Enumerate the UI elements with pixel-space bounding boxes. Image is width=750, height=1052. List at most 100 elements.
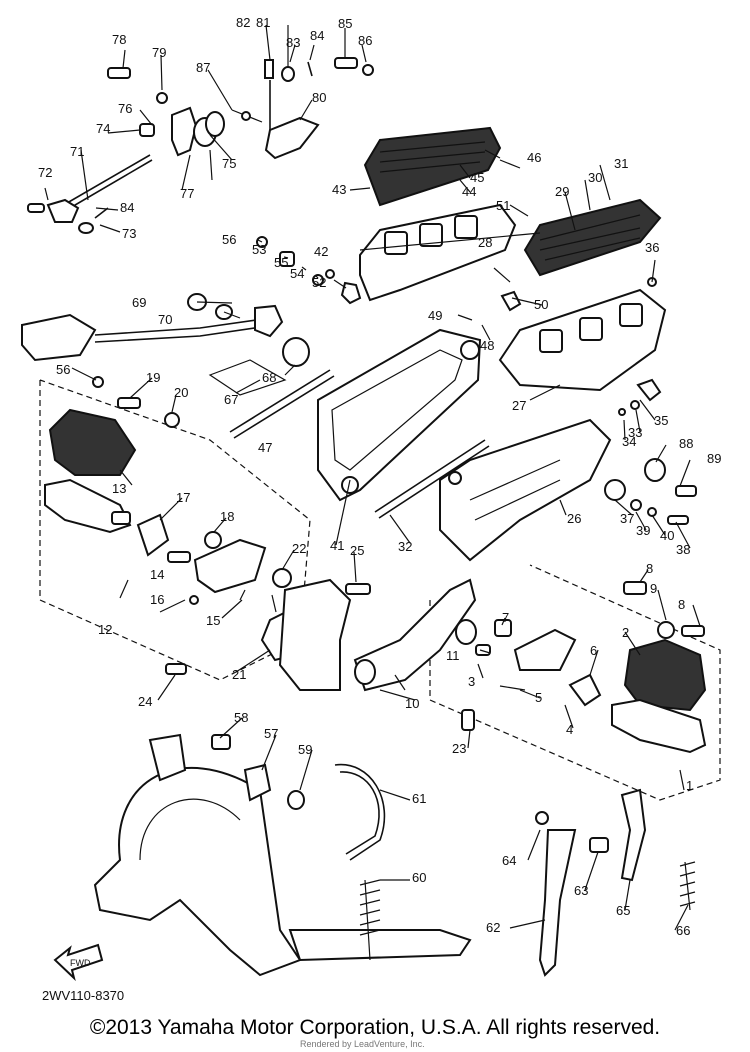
part-number-label: 35	[654, 413, 668, 428]
part-number-label: 8	[646, 561, 653, 576]
part-number-label: 41	[330, 538, 344, 553]
part-number-label: 79	[152, 45, 166, 60]
copyright-notice: ©2013 Yamaha Motor Corporation, U.S.A. A…	[89, 1016, 661, 1039]
leader-lines	[44, 24, 701, 931]
part-number-label: 31	[614, 156, 628, 171]
part-number-label: 83	[286, 35, 300, 50]
part-number-label: 63	[574, 883, 588, 898]
part-number-label: 37	[620, 511, 634, 526]
passenger-footrest-right	[498, 198, 667, 392]
part-number-label: 56	[222, 232, 236, 247]
part-number-label: 3	[468, 674, 475, 689]
part-number-label: 18	[220, 509, 234, 524]
part-number-label: 39	[636, 523, 650, 538]
part-number-label: 11	[446, 648, 460, 663]
part-number-label: 44	[462, 184, 476, 199]
part-number-label: 50	[534, 297, 548, 312]
main-stand	[93, 733, 472, 977]
side-stand	[535, 788, 696, 977]
part-number-label: 6	[590, 643, 597, 658]
part-number-label: 17	[176, 490, 190, 505]
part-number-label: 40	[660, 528, 674, 543]
part-number-label: 49	[428, 308, 442, 323]
part-number-label: 77	[180, 186, 194, 201]
part-number-label: 88	[679, 436, 693, 451]
part-number-label: 30	[588, 170, 602, 185]
part-number-label: 7	[502, 610, 509, 625]
part-number-label: 5	[535, 690, 542, 705]
part-number-label: 57	[264, 726, 278, 741]
part-number-label: 36	[645, 240, 659, 255]
part-number-label: 80	[312, 90, 326, 105]
fwd-arrow-icon: FWD	[53, 943, 104, 982]
part-number-label: 81	[256, 15, 270, 30]
part-number-label: 45	[470, 170, 484, 185]
part-number-label: 73	[122, 226, 136, 241]
part-number-label: 84	[120, 200, 134, 215]
part-number-label: 71	[70, 144, 84, 159]
part-number-label: 29	[555, 184, 569, 199]
shift-pedal	[21, 293, 310, 396]
part-number-label: 66	[676, 923, 690, 938]
part-number-label: 89	[707, 451, 721, 466]
part-number-label: 23	[452, 741, 466, 756]
part-number-label: 12	[98, 622, 112, 637]
fwd-arrow-text: FWD	[70, 958, 91, 968]
part-number-label: 9	[650, 581, 657, 596]
part-number-label: 70	[158, 312, 172, 327]
part-number-label: 19	[146, 370, 160, 385]
part-number-label: 27	[512, 398, 526, 413]
watermark-text: Rendered by LeadVenture, Inc.	[300, 1039, 425, 1049]
part-number-label: 16	[150, 592, 164, 607]
part-number-label: 65	[616, 903, 630, 918]
part-number-label: 72	[38, 165, 52, 180]
part-number-label: 64	[502, 853, 516, 868]
part-number-label: 26	[567, 511, 581, 526]
part-number-label: 53	[252, 242, 266, 257]
rider-footrest-right	[353, 564, 721, 801]
part-number-label: 67	[224, 392, 238, 407]
part-number-label: 60	[412, 870, 426, 885]
passenger-footrest-left	[256, 126, 517, 305]
rider-footrest-left	[39, 376, 371, 691]
part-number-label: 43	[332, 182, 346, 197]
part-number-label: 47	[258, 440, 272, 455]
part-number-label: 58	[234, 710, 248, 725]
part-number-label: 1	[686, 778, 693, 793]
part-number-label: 54	[290, 266, 304, 281]
part-number-label: 85	[338, 16, 352, 31]
part-number-label: 46	[527, 150, 541, 165]
part-number-label: 42	[314, 244, 328, 259]
part-number-label: 52	[312, 275, 326, 290]
part-number-label: 82	[236, 15, 250, 30]
part-number-label: 56	[56, 362, 70, 377]
part-number-label: 4	[566, 722, 573, 737]
part-number-label: 61	[412, 791, 426, 806]
part-number-label: 21	[232, 667, 246, 682]
part-number-label: 38	[676, 542, 690, 557]
part-number-label: 86	[358, 33, 372, 48]
part-number-label: 76	[118, 101, 132, 116]
part-number-label: 74	[96, 121, 110, 136]
part-number-label: 28	[478, 235, 492, 250]
part-number-label: 20	[174, 385, 188, 400]
part-number-label: 78	[112, 32, 126, 47]
part-number-label: 55	[274, 255, 288, 270]
part-number-label: 62	[486, 920, 500, 935]
part-number-label: 33	[628, 425, 642, 440]
part-number-label: 51	[496, 198, 510, 213]
part-number-label: 8	[678, 597, 685, 612]
drawing-code: 2WV110-8370	[42, 988, 125, 1003]
part-number-label: 10	[405, 696, 419, 711]
part-number-label: 59	[298, 742, 312, 757]
part-number-label: 87	[196, 60, 210, 75]
footrest-brackets	[229, 328, 697, 562]
part-number-label: 84	[310, 28, 324, 43]
part-number-label: 22	[292, 541, 306, 556]
part-number-label: 25	[350, 543, 364, 558]
part-number-label: 15	[206, 613, 220, 628]
part-number-label: 69	[132, 295, 146, 310]
part-number-label: 14	[150, 567, 164, 582]
part-number-label: 32	[398, 539, 412, 554]
shift-linkage	[27, 57, 374, 234]
